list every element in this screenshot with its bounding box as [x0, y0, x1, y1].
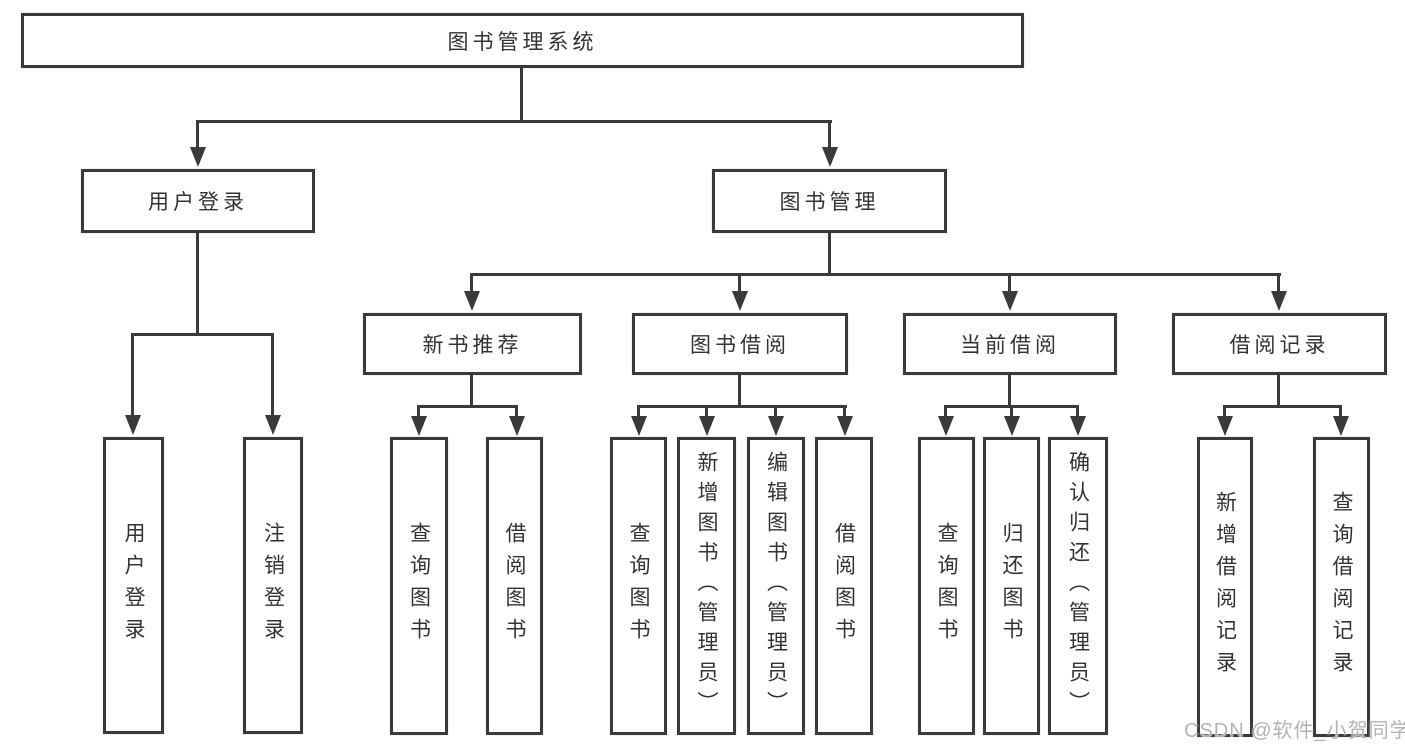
arrow-to-bw-edit-books	[774, 405, 777, 416]
node-new-book-recommend: 新书推荐	[363, 313, 582, 375]
arrow-to-book-borrow	[738, 273, 741, 291]
connector-user-login-branch-bar	[131, 333, 274, 336]
arrow-to-rec-query-record	[1339, 405, 1342, 416]
node-book-management: 图书管理	[712, 169, 947, 233]
connector-root-branch-bar	[196, 120, 832, 123]
node-current-borrow: 当前借阅	[903, 313, 1117, 375]
arrow-to-cur-query-books	[944, 405, 947, 416]
arrow-to-bw-add-books	[705, 405, 708, 416]
connector-current-borrow-stem	[1008, 375, 1011, 405]
arrow-to-bw-borrow-books	[843, 405, 846, 416]
arrow-to-nb-query-books	[417, 405, 420, 416]
leaf-cur-query-books: 查询图书	[918, 437, 975, 735]
arrow-to-borrow-records	[1277, 273, 1280, 291]
leaf-user-login: 用户登录	[103, 437, 164, 734]
connector-user-login-stem	[196, 233, 199, 333]
leaf-bw-borrow-books: 借阅图书	[815, 437, 873, 735]
connector-root-stem	[520, 68, 523, 120]
leaf-logout: 注销登录	[243, 437, 303, 734]
node-user-login: 用户登录	[81, 169, 315, 233]
connector-borrow-records-branch-bar	[1223, 405, 1342, 408]
leaf-nb-query-books: 查询图书	[390, 437, 448, 735]
leaf-bw-query-books: 查询图书	[610, 437, 667, 735]
arrow-to-user-login	[196, 120, 199, 147]
leaf-bw-add-books-admin: 新增图书（管理员）	[677, 437, 736, 735]
leaf-cur-return-books: 归还图书	[983, 437, 1040, 735]
arrow-to-cur-return-books	[1010, 405, 1013, 416]
leaf-rec-query-borrow-record: 查询借阅记录	[1313, 437, 1370, 737]
leaf-cur-confirm-return-admin: 确认归还（管理员）	[1048, 437, 1108, 735]
connector-new-book-stem	[470, 375, 473, 405]
arrow-to-new-book-recommend	[470, 273, 473, 291]
connector-book-management-stem	[828, 233, 831, 273]
connector-book-borrow-branch-bar	[637, 405, 847, 408]
arrow-to-current-borrow	[1008, 273, 1011, 291]
arrow-to-cur-confirm-return	[1076, 405, 1079, 416]
arrow-to-rec-add-record	[1223, 405, 1226, 416]
connector-new-book-branch-bar	[417, 405, 518, 408]
connector-book-management-branch-bar	[470, 273, 1281, 276]
csdn-watermark: CSDN @软件_小贺同学	[1184, 720, 1405, 742]
leaf-nb-borrow-books: 借阅图书	[486, 437, 543, 735]
arrow-to-book-management	[828, 120, 831, 147]
leaf-rec-add-borrow-record: 新增借阅记录	[1197, 437, 1253, 737]
leaf-bw-edit-books-admin: 编辑图书（管理员）	[747, 437, 805, 735]
node-library-management-system: 图书管理系统	[21, 13, 1024, 68]
arrow-to-bw-query-books	[637, 405, 640, 416]
node-borrow-records: 借阅记录	[1172, 313, 1387, 375]
connector-book-borrow-stem	[738, 375, 741, 405]
arrow-to-leaf-logout	[271, 333, 274, 415]
node-book-borrow: 图书借阅	[632, 313, 848, 375]
arrow-to-nb-borrow-books	[515, 405, 518, 416]
arrow-to-leaf-user-login	[131, 333, 134, 415]
connector-borrow-records-stem	[1277, 375, 1280, 405]
